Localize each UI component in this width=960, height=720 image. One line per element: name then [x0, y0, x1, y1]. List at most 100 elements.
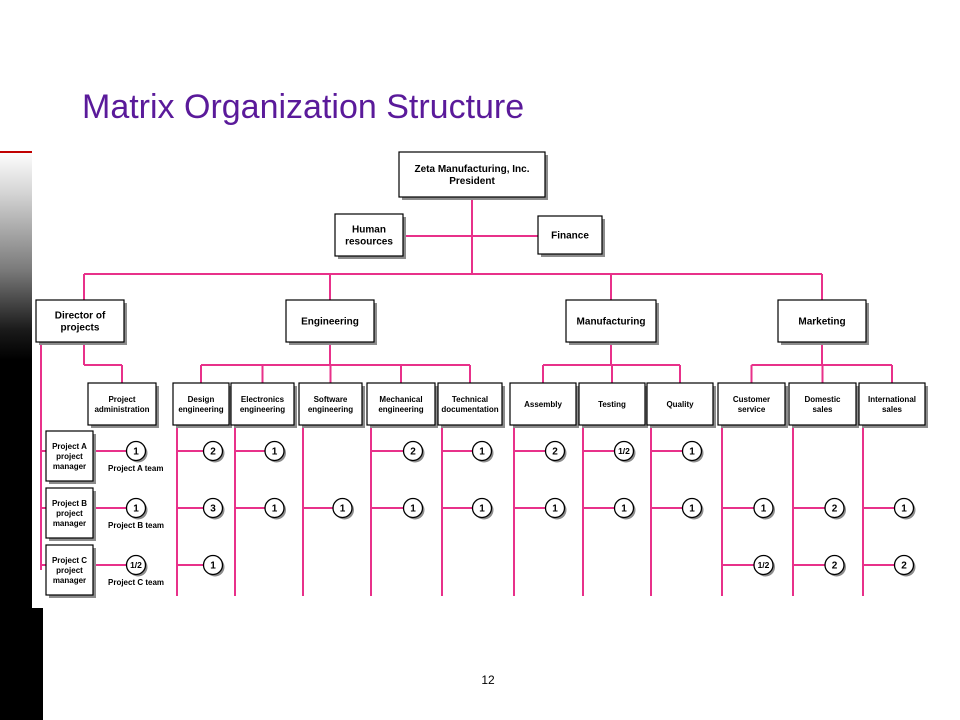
- staff-count-circle: 1: [893, 497, 916, 520]
- staff-count-value: 2: [832, 504, 838, 515]
- staff-count-circle: 2: [402, 440, 425, 463]
- circle-frame: [202, 497, 224, 519]
- matrix-org-chart: Zeta Manufacturing, Inc.PresidentHumanre…: [35, 151, 928, 598]
- box-label-line: sales: [812, 405, 833, 414]
- box-frame: [35, 299, 125, 343]
- staff-count-value: 3: [210, 504, 216, 515]
- box-label-line: Project: [108, 395, 135, 404]
- circle-frame: [893, 497, 915, 519]
- staff-count-value: 1: [410, 504, 416, 515]
- circle-frame: [681, 497, 703, 519]
- box-frame: [437, 382, 503, 426]
- box-label-line: manager: [53, 462, 86, 471]
- circle-frame: [613, 440, 635, 462]
- staff-count-circle: 1: [402, 497, 425, 520]
- box-label-line: engineering: [178, 405, 223, 414]
- circle-frame: [753, 497, 774, 519]
- circle-frame: [402, 440, 424, 462]
- staff-count-circle: 1: [125, 440, 148, 463]
- staff-count-circle: 1: [332, 497, 354, 520]
- staff-count-circle: 1: [753, 497, 775, 520]
- box-frame: [565, 299, 657, 343]
- staff-count-value: 1/2: [618, 446, 630, 456]
- box-frame: [717, 382, 786, 426]
- staff-count-value: 2: [552, 447, 558, 458]
- box-label-line: President: [449, 176, 495, 187]
- staff-box-finance: Finance: [537, 215, 605, 257]
- division-box-marketing: Marketing: [777, 299, 869, 345]
- project-team-label: Project A team: [108, 464, 163, 473]
- box-frame: [509, 382, 577, 426]
- box-label-line: Project A: [52, 442, 87, 451]
- circle-frame: [544, 440, 566, 462]
- staff-count-value: 1: [621, 504, 627, 515]
- division-box-engineering: Engineering: [285, 299, 377, 345]
- box-frame: [298, 382, 363, 426]
- box-label-line: Director of: [55, 311, 106, 322]
- staff-count-value: 1: [479, 447, 485, 458]
- box-frame: [87, 382, 157, 426]
- box-label-line: engineering: [378, 405, 423, 414]
- box-label-line: resources: [345, 237, 393, 248]
- box-frame: [366, 382, 436, 426]
- box-label-line: manager: [53, 519, 86, 528]
- circle-frame: [893, 554, 915, 576]
- staff-count-value: 1: [272, 504, 278, 515]
- box-label-line: Design: [188, 395, 215, 404]
- box-frame: [45, 487, 94, 539]
- department-box: Quality: [646, 382, 716, 428]
- circle-frame: [824, 554, 845, 576]
- box-frame: [285, 299, 375, 343]
- box-frame: [537, 215, 603, 255]
- staff-count-circle: 1: [613, 497, 636, 520]
- box-frame: [334, 213, 404, 257]
- staff-count-circle: 2: [544, 440, 567, 463]
- box-label-line: Customer: [733, 395, 770, 404]
- staff-count-value: 1: [210, 561, 216, 572]
- staff-count-circle: 1: [125, 497, 148, 520]
- box-label-line: Technical: [452, 395, 488, 404]
- box-label-line: service: [738, 405, 766, 414]
- slide-title: Matrix Organization Structure: [82, 88, 525, 126]
- staff-count-circle: 2: [824, 554, 846, 577]
- box-label-line: Human: [352, 225, 386, 236]
- staff-count-value: 1: [552, 504, 558, 515]
- project-team-label: Project C team: [108, 578, 164, 587]
- staff-count-value: 1: [133, 447, 139, 458]
- circle-frame: [824, 497, 845, 519]
- box-label-line: Assembly: [524, 400, 562, 409]
- box-label-line: engineering: [308, 405, 353, 414]
- box-label-line: Software: [314, 395, 348, 404]
- box-label-line: International: [868, 395, 916, 404]
- staff-count-circle: 1: [471, 440, 494, 463]
- staff-count-value: 2: [410, 447, 416, 458]
- staff-count-value: 1: [340, 504, 346, 515]
- box-label-line: Testing: [598, 400, 626, 409]
- division-box-manufacturing: Manufacturing: [565, 299, 659, 345]
- box-label-line: Mechanical: [379, 395, 422, 404]
- box-frame: [398, 151, 546, 198]
- staff-count-circle: 1: [202, 554, 225, 577]
- title-accent-rule: [0, 151, 32, 153]
- circle-frame: [471, 440, 493, 462]
- box-label-line: Zeta Manufacturing, Inc.: [414, 164, 529, 175]
- staff-count-value: 1: [689, 447, 695, 458]
- box-label-line: Marketing: [798, 317, 845, 328]
- box-label-line: Finance: [551, 231, 589, 242]
- circle-frame: [202, 554, 224, 576]
- box-label-line: Electronics: [241, 395, 285, 404]
- staff-count-circle: 1: [681, 497, 704, 520]
- circle-frame: [125, 554, 147, 576]
